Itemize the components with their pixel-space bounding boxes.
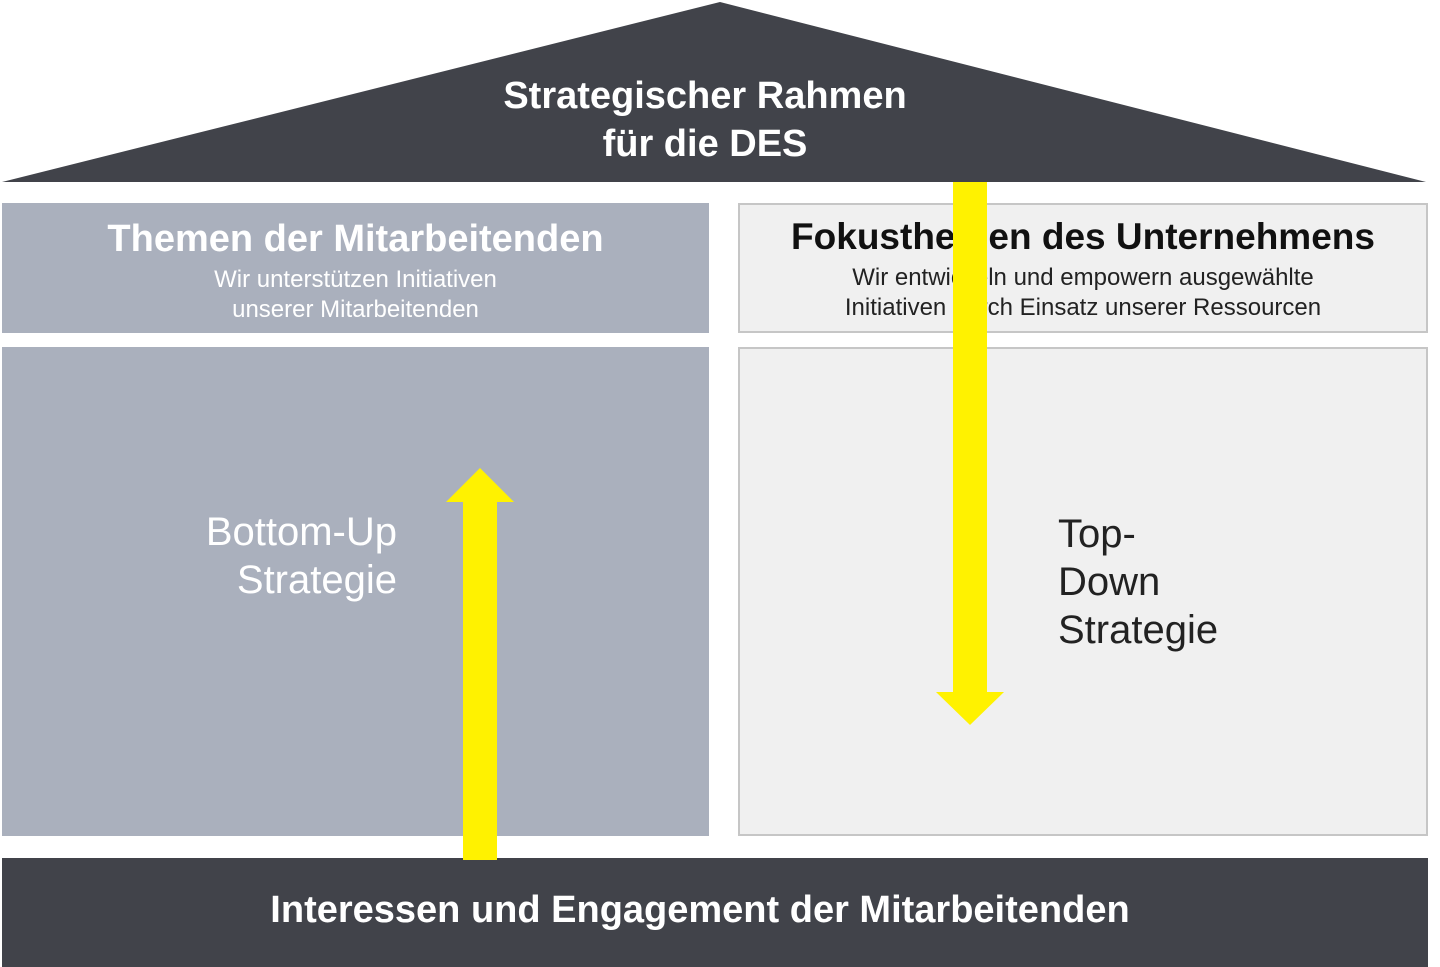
company-focus-header: Fokusthemen des Unternehmens Wir entwick… — [738, 203, 1428, 333]
top-down-line3: Strategie — [1058, 608, 1219, 652]
employee-topics-header: Themen der Mitarbeitenden Wir unterstütz… — [2, 203, 709, 333]
top-down-line2: Down — [1058, 560, 1161, 604]
roof-title-line2: für die DES — [602, 123, 808, 165]
company-focus-title: Fokusthemen des Unternehmens — [791, 216, 1375, 257]
bottom-up-strategy-label: Bottom-Up Strategie — [97, 508, 397, 604]
bottom-up-line2: Strategie — [236, 558, 397, 602]
foundation-bar: Interessen und Engagement der Mitarbeite… — [2, 858, 1428, 967]
bottom-up-panel: Bottom-Up Strategie — [2, 347, 709, 836]
top-down-panel: Top- Down Strategie — [738, 347, 1428, 836]
employee-topics-subtitle-line1: Wir unterstützen Initiativen — [214, 266, 497, 293]
employee-topics-title: Themen der Mitarbeitenden — [107, 218, 604, 260]
top-down-line1: Top- — [1058, 512, 1136, 556]
employee-topics-subtitle-line2: unserer Mitarbeitenden — [232, 296, 479, 323]
company-focus-subtitle-line2: Initiativen durch Einsatz unserer Ressou… — [844, 294, 1322, 321]
roof-title-line1: Strategischer Rahmen — [503, 75, 907, 117]
bottom-up-line1: Bottom-Up — [205, 510, 397, 554]
roof-triangle — [2, 2, 1426, 182]
roof-shape — [2, 2, 1426, 182]
roof-title: Strategischer Rahmen für die DES — [0, 72, 1410, 168]
top-down-strategy-label: Top- Down Strategie — [1058, 510, 1358, 654]
company-focus-subtitle-line1: Wir entwickeln und empowern ausgewählte — [852, 264, 1314, 291]
